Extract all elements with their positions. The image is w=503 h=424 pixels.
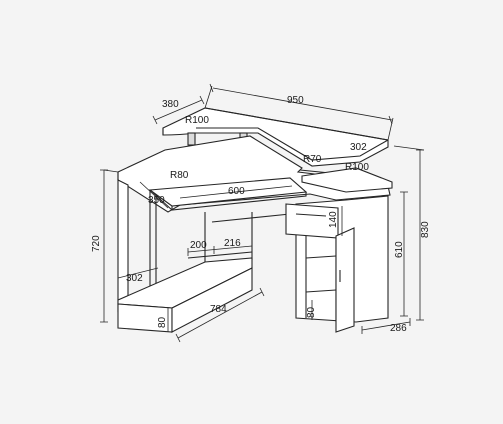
dim-286: 286 [390,323,407,334]
keyboard-tray [148,177,308,211]
dim-80-cabinet: 80 [306,306,317,318]
dimension-lines [100,83,425,343]
cabinet [285,195,389,333]
dim-140: 140 [328,211,339,228]
dim-610: 610 [394,241,405,258]
dim-radius-top-left: R100 [185,115,209,126]
dim-380: 380 [162,99,179,110]
dim-radius-shelf: R70 [303,154,322,165]
right-shelf [301,167,393,193]
dim-830: 830 [420,221,431,238]
dim-950: 950 [287,95,304,106]
base-plinth [117,257,253,333]
dim-200: 200 [190,240,207,251]
dim-radius-desk-left: R80 [170,170,189,181]
back-panel [187,212,291,262]
dim-216: 216 [224,238,241,249]
dim-302-shelf: 302 [350,142,367,153]
dim-350: 350 [148,195,165,206]
dim-720: 720 [91,235,102,252]
dim-600: 600 [228,186,245,197]
upper-shelf [162,107,389,167]
dim-302-base: 302 [126,273,143,284]
dim-radius-top-right: R100 [345,162,369,173]
dim-784: 784 [210,304,227,315]
dim-80-base: 80 [157,316,168,328]
